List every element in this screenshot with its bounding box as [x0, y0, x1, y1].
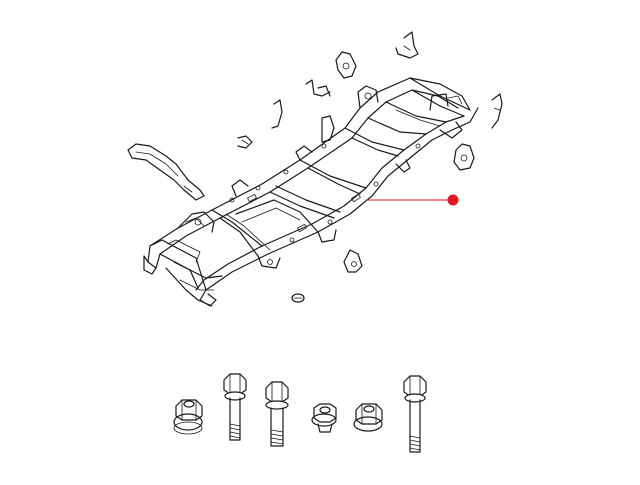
cable-bracket[interactable]	[237, 135, 253, 149]
hex-flange-bolt-long[interactable]	[223, 373, 247, 441]
body-mount-bracket[interactable]	[343, 249, 363, 273]
flange-nut-small[interactable]	[311, 403, 337, 433]
hex-flange-bolt-extra-long[interactable]	[403, 375, 427, 453]
plug-part[interactable]	[291, 293, 305, 303]
rear-right-bracket[interactable]	[491, 93, 503, 129]
front-bumper-bracket[interactable]	[127, 143, 205, 201]
hex-flange-nut[interactable]	[353, 403, 383, 432]
callout-leader	[366, 194, 459, 206]
flange-nut-large[interactable]	[173, 399, 203, 435]
brake-line-bracket[interactable]	[271, 99, 283, 129]
hex-flange-bolt-shouldered[interactable]	[265, 381, 289, 447]
rear-shackle-bracket[interactable]	[453, 143, 475, 171]
callout-marker-dot[interactable]	[447, 194, 459, 206]
hose-clip-bracket[interactable]	[305, 79, 331, 97]
frame-assembly[interactable]	[143, 77, 479, 307]
spring-hanger-bracket[interactable]	[335, 51, 357, 79]
rear-bracket-upper[interactable]	[395, 31, 419, 59]
